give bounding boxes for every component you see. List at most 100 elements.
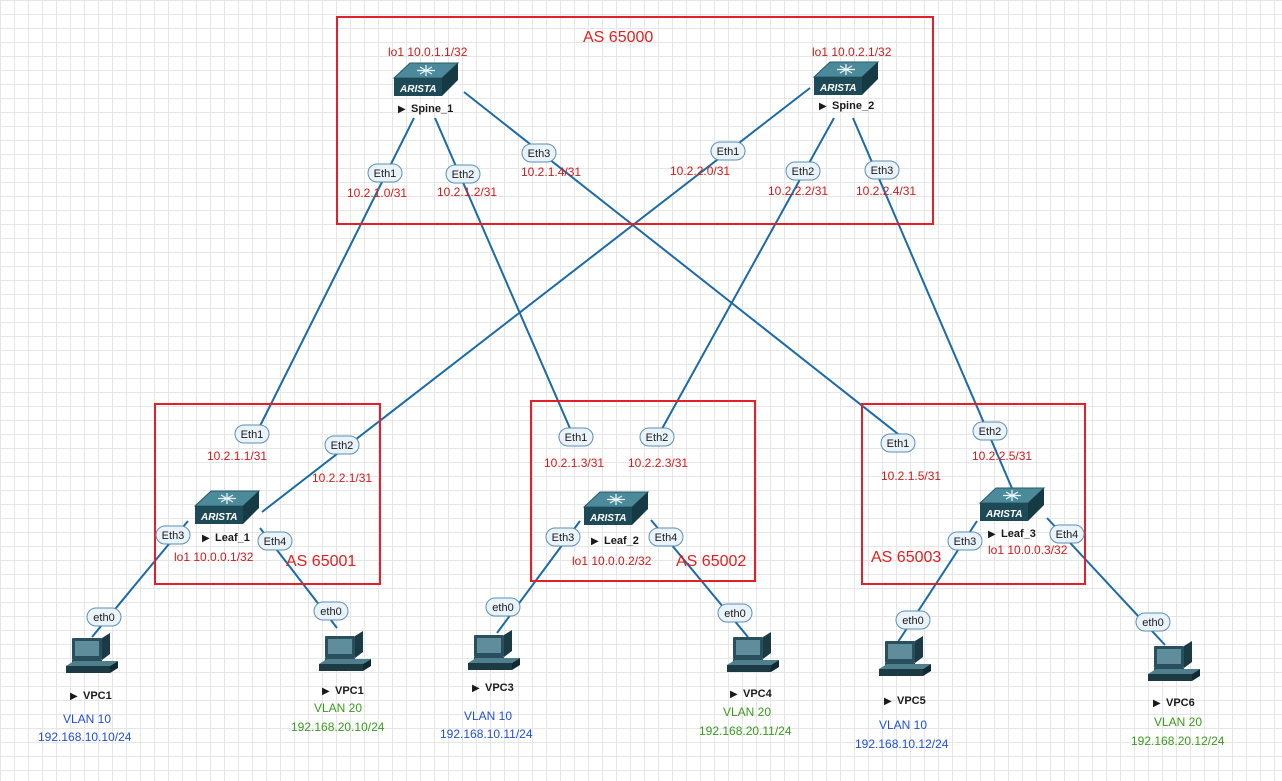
vpc6-eth0-port-label: eth0 <box>1142 617 1163 629</box>
leaf2-eth4-port[interactable]: Eth4 <box>648 527 684 547</box>
vpc4-ip: 192.168.20.11/24 <box>699 724 792 738</box>
leaf3-eth2-ip: 10.2.2.5/31 <box>972 449 1032 463</box>
vpc6-eth0-port[interactable]: eth0 <box>1135 612 1171 632</box>
spine1-eth3-port-label: Eth3 <box>528 148 551 160</box>
leaf1-switch[interactable]: ARISTA ▶ Leaf_1 lo1 10.0.0.1/32 <box>174 490 260 564</box>
vpc1a-play-icon: ▶ <box>70 691 78 702</box>
leaf2-eth2-port-label: Eth2 <box>646 432 669 444</box>
host-vpc3[interactable]: ▶ VPC3 VLAN 10 192.168.10.11/24 <box>440 630 533 741</box>
vpc5-vlan: VLAN 10 <box>879 718 927 732</box>
host-vpc6[interactable]: ▶ VPC6 VLAN 20 192.168.20.12/24 <box>1131 641 1225 748</box>
leaf3-switch[interactable]: ARISTA ▶ Leaf_3 lo1 10.0.0.3/32 <box>979 487 1068 557</box>
vpc5-play-icon: ▶ <box>884 696 892 707</box>
spine1-eth2-port[interactable]: Eth2 <box>445 164 481 184</box>
spine2-brand: ARISTA <box>819 83 856 94</box>
host-vpc4[interactable]: ▶ VPC4 VLAN 20 192.168.20.11/24 <box>699 632 792 738</box>
leaf1-brand: ARISTA <box>200 512 237 523</box>
leaf3-eth1-port[interactable]: Eth1 <box>880 433 916 453</box>
spine2-eth2-port[interactable]: Eth2 <box>785 161 821 181</box>
spine1-eth3-port[interactable]: Eth3 <box>521 143 557 163</box>
vpc6-pc-icon[interactable] <box>1148 641 1200 681</box>
leaf2-eth1-ip: 10.2.1.3/31 <box>544 456 604 470</box>
vpc5-eth0-port-label: eth0 <box>902 615 923 627</box>
leaf1-eth1-ip: 10.2.1.1/31 <box>207 449 267 463</box>
vpc6-vlan: VLAN 20 <box>1154 715 1202 729</box>
as-label-leaf3: AS 65003 <box>871 549 941 566</box>
leaf2-eth2-port[interactable]: Eth2 <box>639 427 675 447</box>
leaf3-play-icon: ▶ <box>988 529 996 540</box>
leaf1-eth2-port[interactable]: Eth2 <box>324 435 360 455</box>
leaf3-eth4-port[interactable]: Eth4 <box>1049 524 1085 544</box>
link-spine1-leaf3 <box>463 91 899 435</box>
vpc3-pc-icon[interactable] <box>468 630 520 670</box>
leaf1-eth2-ip: 10.2.2.1/31 <box>312 471 372 485</box>
leaf3-eth1-port-label: Eth1 <box>887 438 910 450</box>
leaf3-name: Leaf_3 <box>1001 528 1036 540</box>
as-label-leaf2: AS 65002 <box>676 553 746 570</box>
spine1-name: Spine_1 <box>411 103 453 115</box>
spine1-eth2-port-label: Eth2 <box>452 169 475 181</box>
host-vpc1b[interactable]: ▶ VPC1 VLAN 20 192.168.20.10/24 <box>291 631 385 734</box>
vpc1a-vlan: VLAN 10 <box>63 712 111 726</box>
leaf2-switch-icon[interactable]: ARISTA <box>583 491 649 526</box>
leaf1-eth4-port[interactable]: Eth4 <box>257 531 293 551</box>
vpc5-pc-icon[interactable] <box>879 636 931 676</box>
leaf2-eth1-port[interactable]: Eth1 <box>558 427 594 447</box>
leaf2-eth3-port[interactable]: Eth3 <box>545 527 581 547</box>
spine1-switch[interactable]: lo1 10.0.1.1/32 ARISTA ▶ Spine_1 <box>388 45 468 115</box>
leaf2-eth1-port-label: Eth1 <box>565 432 588 444</box>
vpc1a-ip: 192.168.10.10/24 <box>38 730 132 744</box>
spine2-name: Spine_2 <box>832 100 874 112</box>
host-vpc1a[interactable]: ▶ VPC1 VLAN 10 192.168.10.10/24 <box>38 633 132 744</box>
spine1-eth1-port[interactable]: Eth1 <box>367 163 403 183</box>
leaf3-eth2-port-label: Eth2 <box>979 426 1002 438</box>
as-label-spine: AS 65000 <box>583 29 653 46</box>
leaf3-eth2-port[interactable]: Eth2 <box>972 421 1008 441</box>
vpc3-eth0-port[interactable]: eth0 <box>485 597 521 617</box>
vpc4-name: VPC4 <box>743 688 773 700</box>
spine1-eth1-ip: 10.2.1.0/31 <box>347 186 407 200</box>
vpc6-play-icon: ▶ <box>1153 698 1161 709</box>
vpc5-ip: 192.168.10.12/24 <box>855 737 949 751</box>
leaf1-name: Leaf_1 <box>215 532 250 544</box>
spine2-eth3-port-label: Eth3 <box>871 165 894 177</box>
host-vpc5[interactable]: ▶ VPC5 VLAN 10 192.168.10.12/24 <box>855 636 949 751</box>
vpc6-ip: 192.168.20.12/24 <box>1131 734 1225 748</box>
leaf3-eth3-port[interactable]: Eth3 <box>947 531 983 551</box>
leaf2-eth3-port-label: Eth3 <box>552 532 575 544</box>
as-label-leaf1: AS 65001 <box>286 553 356 570</box>
leaf1-eth1-port[interactable]: Eth1 <box>234 424 270 444</box>
leaf1-eth4-port-label: Eth4 <box>264 536 287 548</box>
leaf1-switch-icon[interactable]: ARISTA <box>194 490 260 525</box>
vpc3-name: VPC3 <box>485 682 514 694</box>
vpc1b-play-icon: ▶ <box>322 686 330 697</box>
spine2-switch[interactable]: lo1 10.0.2.1/32 ARISTA ▶ Spine_2 <box>812 45 892 112</box>
spine1-play-icon: ▶ <box>398 104 406 115</box>
vpc4-vlan: VLAN 20 <box>723 705 771 719</box>
leaf3-switch-icon[interactable]: ARISTA <box>979 487 1045 522</box>
leaf2-eth2-ip: 10.2.2.3/31 <box>628 456 688 470</box>
spine2-switch-icon[interactable]: ARISTA <box>813 61 879 96</box>
vpc1a-name: VPC1 <box>83 690 112 702</box>
vpc4-eth0-port[interactable]: eth0 <box>717 603 753 623</box>
spine2-eth1-port[interactable]: Eth1 <box>710 141 746 161</box>
vpc4-pc-icon[interactable] <box>727 632 779 672</box>
leaf3-loopback: lo1 10.0.0.3/32 <box>988 543 1068 557</box>
as-box-leaf2 <box>530 400 756 582</box>
vpc1b-eth0-port[interactable]: eth0 <box>313 601 349 621</box>
leaf2-name: Leaf_2 <box>604 535 639 547</box>
spine1-loopback: lo1 10.0.1.1/32 <box>388 45 468 59</box>
vpc1b-pc-icon[interactable] <box>319 631 371 671</box>
vpc5-eth0-port[interactable]: eth0 <box>895 610 931 630</box>
vpc1a-eth0-port-label: eth0 <box>93 612 114 624</box>
spine1-switch-icon[interactable]: ARISTA <box>393 62 459 97</box>
spine2-eth3-port[interactable]: Eth3 <box>864 160 900 180</box>
as-box-leaf3 <box>861 403 1086 585</box>
leaf2-brand: ARISTA <box>589 513 626 524</box>
leaf2-play-icon: ▶ <box>591 536 599 547</box>
spine2-eth1-port-label: Eth1 <box>717 146 740 158</box>
leaf1-eth3-port[interactable]: Eth3 <box>155 525 191 545</box>
vpc1a-eth0-port[interactable]: eth0 <box>86 607 122 627</box>
leaf2-switch[interactable]: ARISTA ▶ Leaf_2 lo1 10.0.0.2/32 <box>572 491 652 568</box>
vpc1a-pc-icon[interactable] <box>66 633 118 673</box>
